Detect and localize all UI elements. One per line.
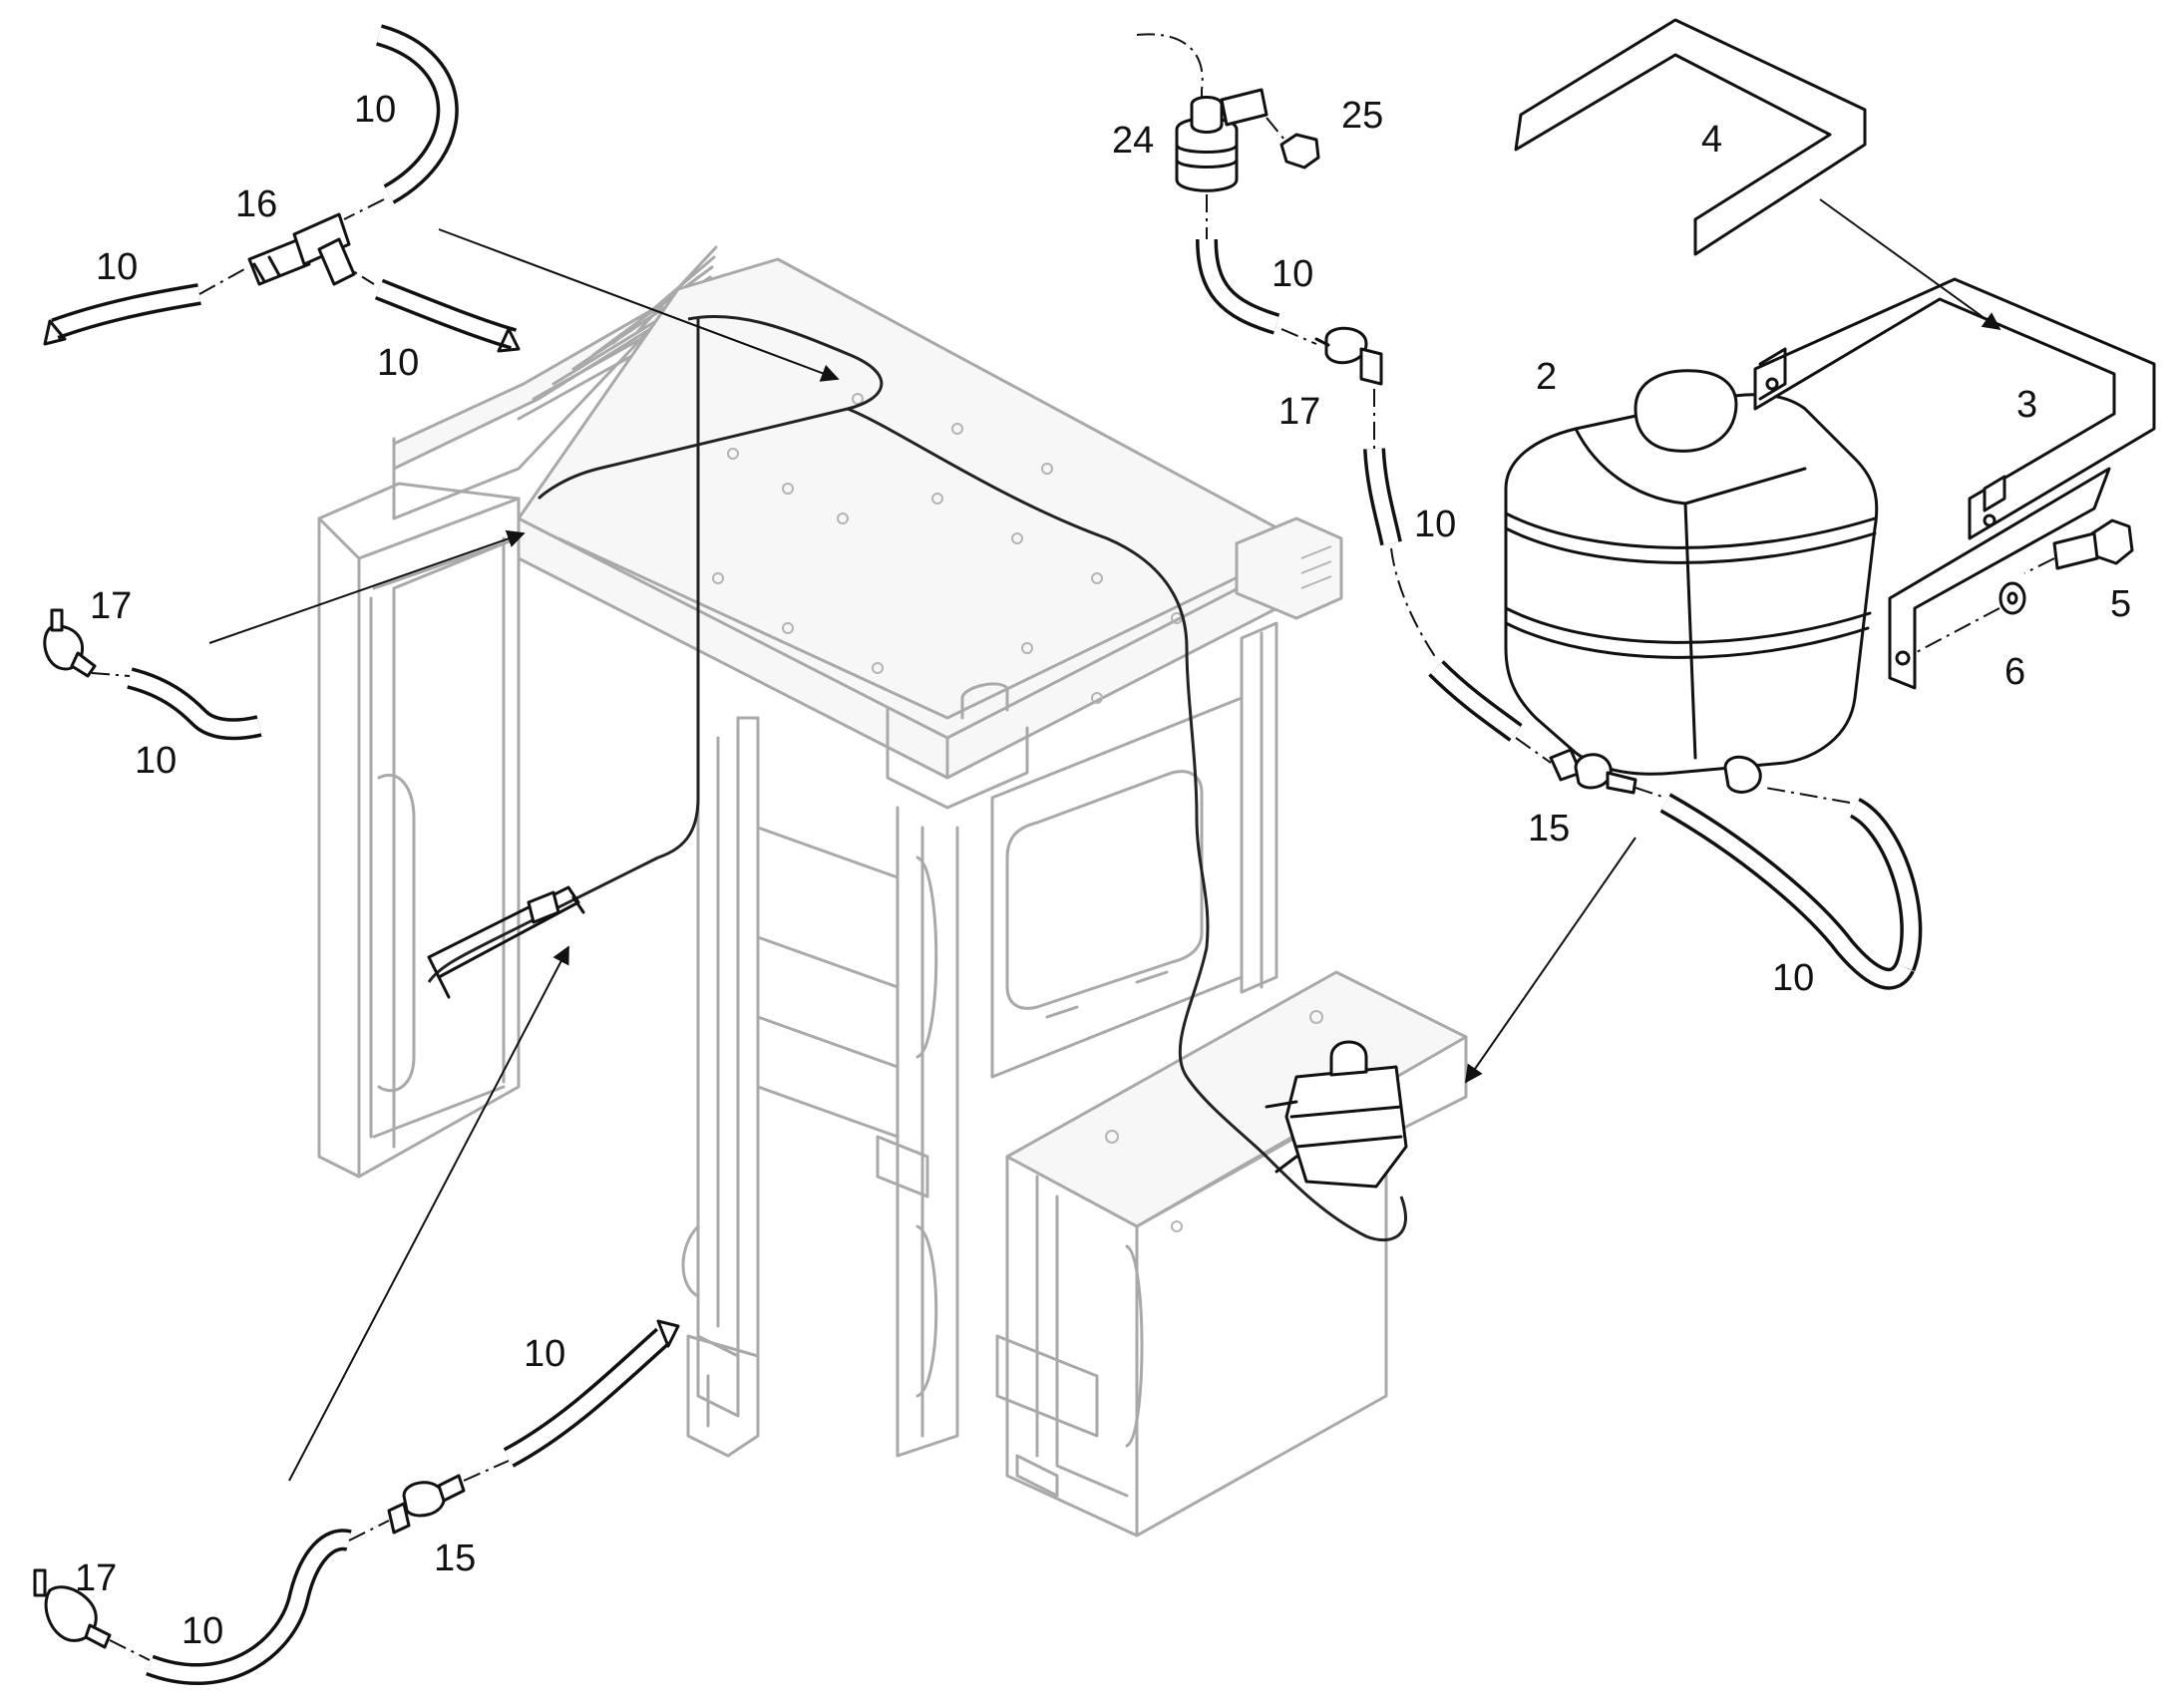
tee-assembly	[43, 24, 521, 353]
callout-2: 2	[1536, 356, 1557, 398]
callout-10-bottom-lower: 10	[182, 1610, 223, 1652]
callout-15-bottom: 15	[434, 1537, 476, 1579]
callout-10-right-hose: 10	[1772, 957, 1814, 999]
washer-reservoir	[1504, 369, 1879, 794]
left-pump-bracket	[427, 885, 585, 999]
left-nozzle-assembly	[43, 608, 262, 741]
callout-10-left: 10	[96, 246, 138, 288]
bottom-nozzle-assembly	[33, 1319, 680, 1686]
leader-lines	[208, 198, 2001, 1482]
callout-10-top: 10	[354, 89, 396, 131]
callout-6: 6	[2004, 651, 2025, 693]
callout-24: 24	[1112, 120, 1154, 162]
grommet-assembly	[1136, 33, 1552, 764]
callout-3: 3	[2016, 384, 2037, 426]
callout-labels: 10 16 10 10 17 10 24 25 10 17 10 4 2 3 5…	[75, 89, 2131, 1652]
callout-15-right: 15	[1528, 808, 1570, 850]
strap-lower-arm	[1888, 467, 2134, 690]
cab-structure	[317, 245, 1468, 1537]
callout-10-grommet: 10	[1272, 253, 1313, 295]
strap-top	[1514, 18, 1867, 256]
callout-10-right-vertical: 10	[1414, 504, 1456, 545]
callout-17-top: 17	[1278, 391, 1320, 433]
callout-25: 25	[1341, 95, 1383, 137]
small-reservoir	[1265, 1040, 1408, 1189]
callout-10-under-tee: 10	[377, 342, 419, 384]
hose-routing	[427, 314, 1408, 1242]
callout-4: 4	[1701, 119, 1722, 161]
callout-5: 5	[2110, 583, 2131, 625]
callout-10-bottom-upper: 10	[524, 1333, 565, 1375]
callout-10-left-nozzle: 10	[135, 740, 177, 782]
right-pump-assembly	[1549, 748, 1923, 990]
callout-17-bottom: 17	[75, 1557, 117, 1599]
callout-17-left: 17	[90, 585, 132, 627]
callout-16: 16	[235, 183, 277, 225]
strap-bottom	[1753, 277, 2156, 540]
